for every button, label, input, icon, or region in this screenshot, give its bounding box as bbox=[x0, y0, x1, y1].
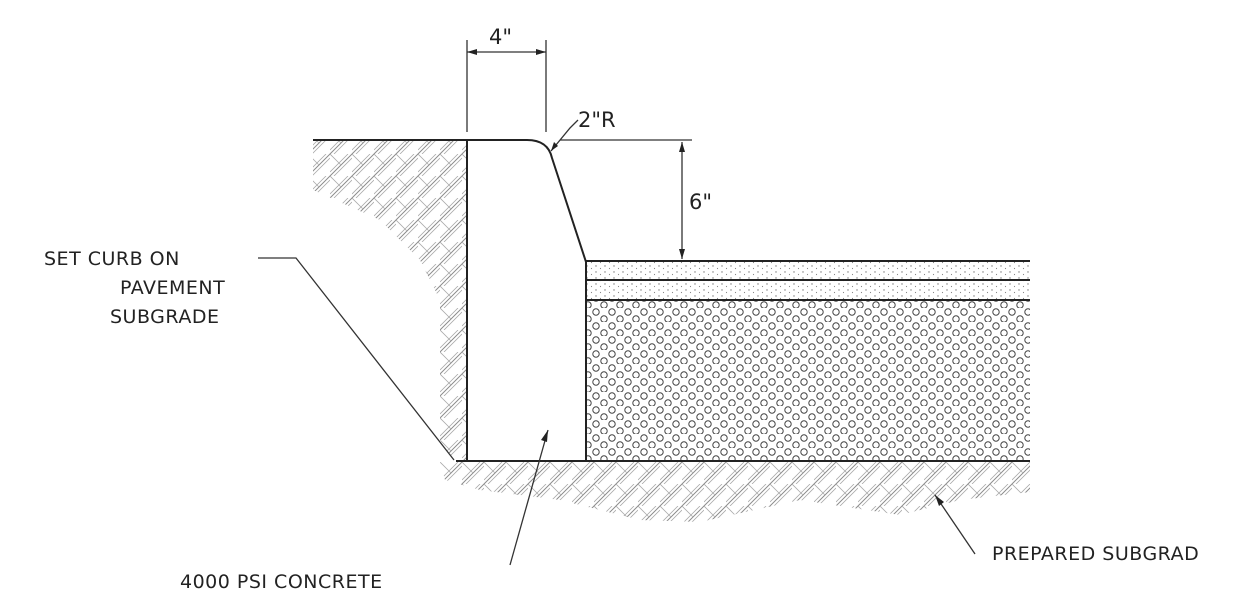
set-curb-label-line3: SUBGRADE bbox=[110, 306, 219, 328]
earth-left-of-curb bbox=[313, 141, 467, 462]
radius-callout: 2"R bbox=[550, 108, 616, 152]
earth-hatching bbox=[313, 141, 1030, 522]
width-dimension: 4" bbox=[466, 25, 547, 132]
concrete-callout: 4000 PSI CONCRETE bbox=[180, 429, 549, 593]
subgrade-label: PREPARED SUBGRAD bbox=[992, 543, 1199, 565]
concrete-curb bbox=[466, 139, 587, 462]
subgrade-callout: PREPARED SUBGRAD bbox=[934, 494, 1199, 565]
set-curb-label-line2: PAVEMENT bbox=[120, 277, 225, 299]
curb-width-dimension: 4" bbox=[489, 25, 512, 49]
curb-radius-label: 2"R bbox=[578, 108, 616, 132]
grade-lines bbox=[313, 139, 1030, 462]
asphalt-surface-course bbox=[586, 261, 1030, 280]
asphalt-base-course bbox=[586, 280, 1030, 300]
set-curb-callout: SET CURB ON PAVEMENT SUBGRADE bbox=[44, 248, 455, 461]
concrete-label: 4000 PSI CONCRETE bbox=[180, 571, 383, 593]
pavement-section bbox=[586, 260, 1030, 461]
reveal-dimension: 6" bbox=[560, 139, 712, 259]
earth-below-pavement bbox=[440, 462, 1030, 522]
curb-reveal-dimension: 6" bbox=[689, 190, 712, 214]
aggregate-base-layer bbox=[586, 300, 1030, 461]
set-curb-label-line1: SET CURB ON bbox=[44, 248, 180, 270]
